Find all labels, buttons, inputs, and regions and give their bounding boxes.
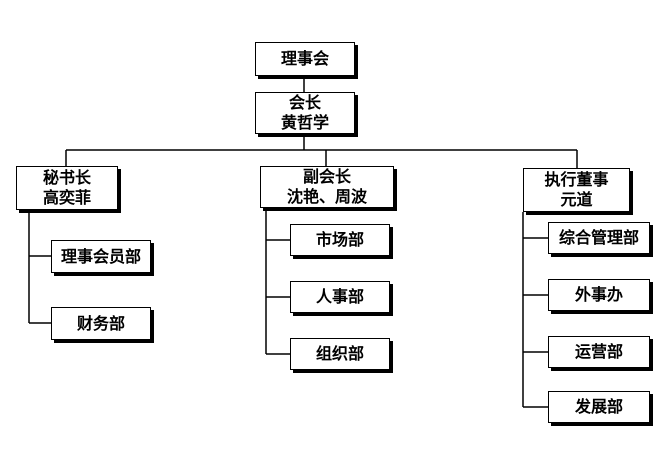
dept-operations: 运营部 [548, 336, 650, 368]
dept-label: 组织部 [315, 344, 364, 363]
secretary-general-name: 高奕菲 [42, 188, 91, 207]
dept-label: 外事办 [574, 285, 623, 304]
dept-label: 市场部 [315, 230, 364, 249]
board-node: 理事会 [255, 42, 355, 76]
executive-director-node: 执行董事 元道 [523, 168, 630, 212]
dept-label: 发展部 [574, 397, 623, 416]
dept-label: 综合管理部 [558, 228, 639, 247]
dept-board-members: 理事会员部 [51, 240, 151, 273]
dept-label: 理事会员部 [60, 246, 141, 266]
board-label: 理事会 [280, 49, 329, 68]
dept-label: 财务部 [76, 313, 125, 333]
dept-general-management: 综合管理部 [548, 222, 650, 254]
dept-finance: 财务部 [51, 307, 151, 340]
vice-president-name: 沈艳、周波 [286, 187, 367, 206]
vice-president-node: 副会长 沈艳、周波 [260, 166, 394, 208]
chair-name: 黄哲学 [280, 113, 329, 132]
chair-node: 会长 黄哲学 [255, 92, 355, 134]
executive-director-name: 元道 [560, 190, 593, 209]
dept-foreign-affairs: 外事办 [548, 279, 650, 311]
secretary-general-node: 秘书长 高奕菲 [16, 166, 118, 210]
dept-organization: 组织部 [290, 338, 390, 370]
vice-president-title: 副会长 [302, 167, 351, 186]
chair-title: 会长 [288, 93, 321, 112]
executive-director-title: 执行董事 [544, 170, 609, 189]
dept-label: 运营部 [574, 342, 623, 361]
dept-label: 人事部 [315, 287, 364, 306]
dept-development: 发展部 [548, 391, 650, 423]
dept-hr: 人事部 [290, 281, 390, 313]
secretary-general-title: 秘书长 [42, 168, 91, 187]
dept-marketing: 市场部 [290, 224, 390, 256]
